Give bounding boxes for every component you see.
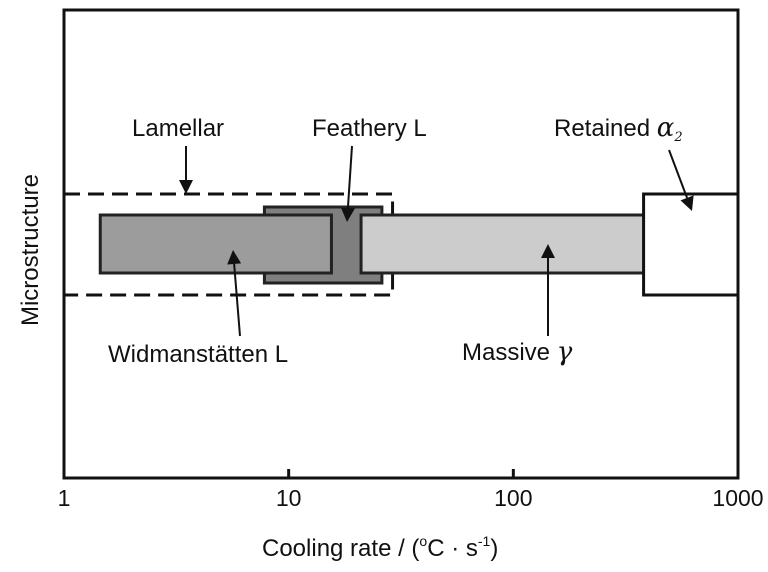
annotation-widmanstatten: Widmanstätten L: [108, 341, 288, 368]
y-axis-label: Microstructure: [17, 174, 44, 326]
arrow-head-retained: [680, 195, 694, 211]
annotation-feathery: Feathery L: [312, 115, 427, 142]
annotation-retained: Retained α2: [554, 113, 683, 145]
x-axis-label-sup1: o: [419, 533, 427, 549]
range-bar-massive: [359, 213, 653, 275]
arrow-head-massive: [541, 244, 555, 258]
x-tick-label-10: 10: [276, 485, 302, 511]
annotation-retained-text: Retained: [554, 115, 657, 142]
x-axis-label-end: ): [490, 535, 498, 562]
x-axis-label-mid: C · s: [427, 535, 478, 562]
arrow-line-widmanstatten: [233, 263, 241, 337]
x-axis-label-sup2: -1: [478, 533, 491, 549]
arrow-head-lamellar: [179, 180, 193, 194]
ranges-layer: [62, 192, 740, 297]
range-bar-widmanstatten-l: [98, 213, 333, 275]
annotation-massive: Massive γ: [462, 337, 573, 367]
x-tick-label-1000: 1000: [712, 485, 763, 511]
arrow-head-feathery: [340, 207, 355, 222]
x-axis-label-main: Cooling rate / (: [262, 535, 419, 562]
x-axis-label: Cooling rate / (oC · s-1): [262, 533, 498, 562]
annotation-retained-greek: α: [657, 113, 675, 143]
arrow-line-retained: [668, 149, 688, 199]
x-ticks-layer: 1 10 100 1000: [58, 469, 764, 511]
x-tick-label-1: 1: [58, 485, 71, 511]
range-bar-retained: [642, 192, 740, 297]
arrow-head-widmanstatten: [227, 250, 242, 265]
annotation-lamellar: Lamellar: [132, 115, 224, 142]
arrow-line-feathery: [346, 145, 353, 209]
annotation-massive-greek: γ: [557, 337, 573, 367]
annotation-massive-text: Massive: [462, 339, 557, 366]
x-tick-label-100: 100: [494, 485, 532, 511]
arrows-layer: [179, 145, 694, 337]
annotation-retained-sub: 2: [673, 130, 682, 145]
